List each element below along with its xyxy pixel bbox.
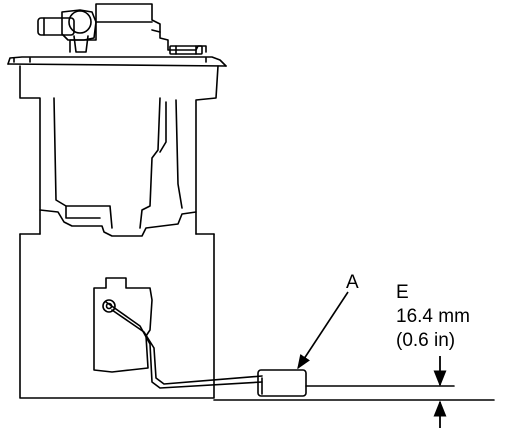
float-arm xyxy=(105,301,263,389)
label-e: E xyxy=(396,282,409,303)
pump-top-housing xyxy=(37,3,207,55)
mounting-flange xyxy=(7,56,227,67)
label-a: A xyxy=(346,272,359,293)
label-a-leader-arrow xyxy=(297,291,349,370)
reservoir-body xyxy=(19,65,219,399)
float-part-a xyxy=(257,369,307,397)
dimension-metric: 16.4 mm xyxy=(396,306,470,327)
dimension-imperial: (0.6 in) xyxy=(396,330,455,351)
fuel-gauge-sender xyxy=(93,277,153,373)
